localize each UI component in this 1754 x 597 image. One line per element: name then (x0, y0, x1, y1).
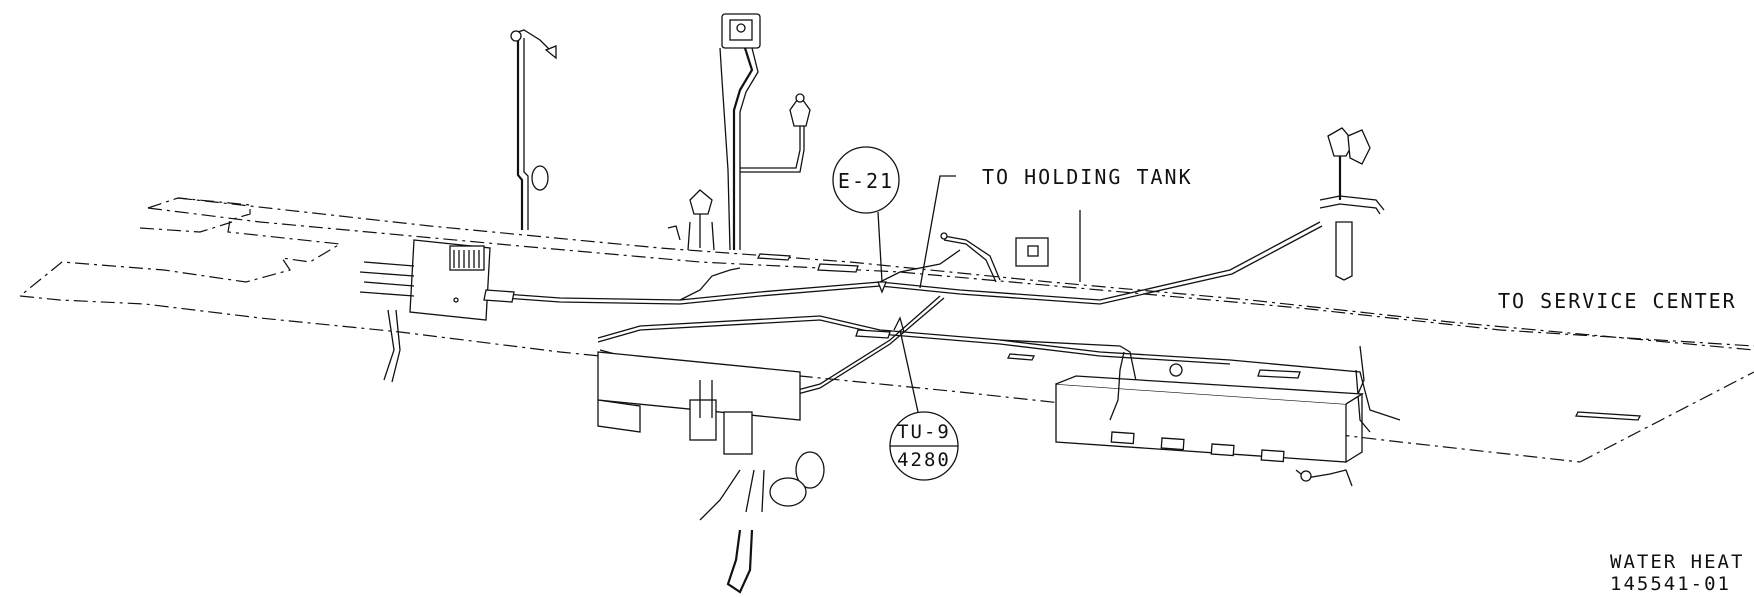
callout-tu9: TU-9 4280 (889, 316, 959, 481)
title-block-line2: 145541-01 (1610, 573, 1731, 595)
to-holding-tank-label: TO HOLDING TANK (982, 165, 1193, 189)
holding-tank-callout: TO HOLDING TANK (919, 165, 1193, 289)
water-heater-door (359, 239, 491, 383)
callout-e21-label: E-21 (838, 169, 894, 193)
callout-e21: E-21 (832, 146, 900, 294)
shower-riser (510, 29, 557, 230)
lavatory-faucet (667, 189, 715, 251)
mixing-valve (719, 13, 811, 251)
floor-cutouts (483, 253, 1642, 421)
title-block: WATER HEAT 145541-01 (1610, 551, 1744, 595)
title-block-line1: WATER HEAT (1610, 551, 1744, 573)
to-service-center-label: TO SERVICE CENTER (1498, 289, 1737, 313)
callout-tu9-bottom: 4280 (897, 449, 951, 471)
drain-box (940, 232, 1049, 283)
pump-assembly (597, 351, 825, 594)
callout-tu9-top: TU-9 (897, 421, 951, 443)
toilet-fixture (1319, 127, 1385, 281)
holding-tank (1055, 345, 1365, 487)
floor-outline (19, 197, 1754, 463)
